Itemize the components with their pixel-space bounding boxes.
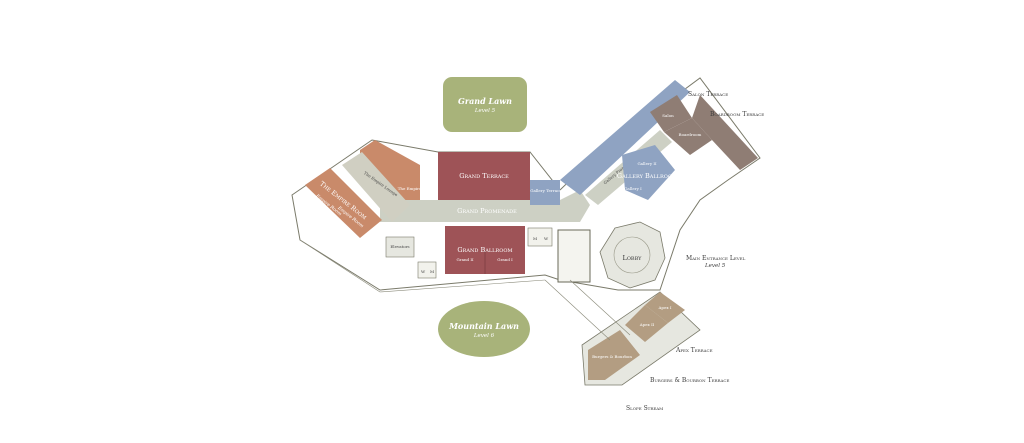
gallery-ii-label: Gallery II — [637, 161, 657, 166]
grand-ballroom-label: Grand Ballroom — [457, 246, 512, 254]
grand-ii-label: Grand II — [456, 257, 473, 262]
grand-terrace-label: Grand Terrace — [459, 172, 509, 180]
elevators-label: Elevators — [390, 244, 409, 249]
burgers-bourbon[interactable]: Burgers & Bourbon — [588, 330, 640, 380]
grand-promenade[interactable]: Grand Promenade — [380, 190, 590, 222]
mountain-lawn-level: Level 6 — [473, 333, 495, 339]
gallery-i-label: Gallery I — [624, 186, 642, 191]
main-entrance-level-callout: Level 5 — [704, 263, 726, 269]
grand-i-label: Grand I — [497, 257, 513, 262]
gallery-ballroom[interactable]: Gallery II Gallery Ballroom Gallery I — [617, 145, 677, 200]
grand-terrace[interactable]: Grand Terrace — [438, 152, 530, 200]
apex-i[interactable]: Apex I — [645, 292, 685, 323]
callouts: Salon Terrace Boardroom Terrace Main Ent… — [626, 91, 764, 412]
lobby[interactable]: Lobby — [599, 221, 666, 289]
boardroom-label: Boardroom — [679, 132, 702, 137]
mountain-lawn-title: Mountain Lawn — [448, 321, 519, 331]
gallery-ballroom-label: Gallery Ballroom — [617, 172, 677, 180]
slope-stream-callout: Slope Stream — [626, 405, 663, 412]
beauty-room-label: Beauty Room — [696, 154, 723, 159]
apex-ii-label: Apex II — [639, 322, 655, 327]
salon-terrace-callout: Salon Terrace — [688, 91, 728, 98]
apex-ii[interactable]: Apex II — [625, 305, 668, 342]
empire-terrace-label: The Empire Terrace — [398, 186, 439, 191]
gallery-terrace-label: Gallery Terrace — [530, 188, 562, 193]
grand-lawn-title: Grand Lawn — [458, 96, 512, 106]
restroom-w-center: W — [544, 236, 549, 241]
pathways — [299, 239, 631, 341]
restroom-block-center: M W — [527, 227, 553, 247]
lobby-label: Lobby — [623, 254, 643, 262]
salon-label: Salon — [662, 113, 674, 118]
restroom-w-left: W — [421, 269, 426, 274]
service-block — [557, 229, 591, 283]
boardroom[interactable]: Boardroom — [664, 118, 712, 155]
restroom-m-center: M — [533, 236, 537, 241]
apex-i-label: Apex I — [658, 305, 672, 310]
restroom-m-left: M — [430, 269, 434, 274]
mountain-lawn[interactable]: Mountain Lawn Level 6 — [438, 301, 530, 357]
elevators[interactable]: Elevators — [385, 236, 415, 258]
apex-terrace-callout: Apex Terrace — [675, 347, 713, 354]
restroom-block-left: W M — [417, 261, 437, 279]
main-entrance-callout: Main Entrance Level — [686, 255, 746, 262]
beauty-room[interactable]: Beauty Room — [692, 95, 758, 170]
boardroom-terrace-callout: Boardroom Terrace — [710, 111, 764, 118]
gallery-terrace[interactable]: Gallery Terrace — [530, 180, 562, 205]
building-outline — [291, 77, 761, 291]
grand-lawn-level: Level 5 — [474, 108, 496, 114]
grand-lawn[interactable]: Grand Lawn Level 5 — [443, 77, 527, 132]
grand-ballroom[interactable]: Grand Ballroom Grand II Grand I — [445, 226, 525, 274]
grand-promenade-label: Grand Promenade — [457, 207, 517, 215]
salon[interactable]: Salon — [650, 95, 692, 132]
burgers-terrace-callout: Burgers & Bourbon Terrace — [650, 377, 729, 384]
burgers-bourbon-label: Burgers & Bourbon — [592, 354, 632, 359]
